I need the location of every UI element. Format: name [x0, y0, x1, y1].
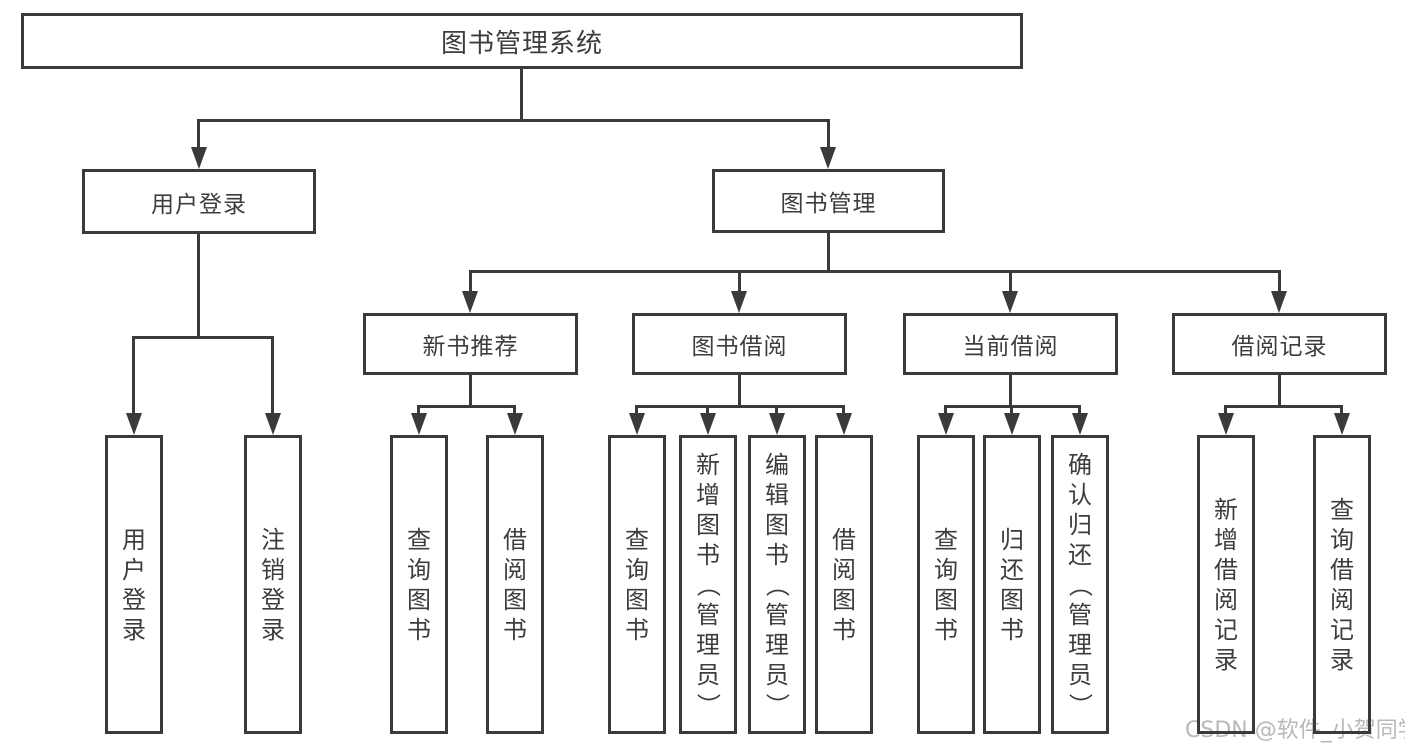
connector-line: [520, 69, 523, 121]
connector-arrowhead-down: [820, 147, 836, 169]
connector-line: [842, 405, 845, 417]
connector-arrowhead-down: [191, 147, 207, 169]
connector-arrowhead-down: [836, 413, 852, 435]
node-book-management: 图书管理: [712, 169, 945, 233]
connector-line: [1340, 405, 1343, 417]
connector-line: [1010, 405, 1013, 417]
leaf-borrow-books: 借阅图书: [815, 435, 873, 734]
leaf-edit-books-admin: 编辑图书（管理员）: [748, 435, 806, 734]
connector-line: [132, 336, 274, 339]
connector-line: [1278, 375, 1281, 407]
connector-arrowhead-down: [938, 413, 954, 435]
node-user-login-group: 用户登录: [82, 169, 316, 234]
connector-line: [1009, 270, 1012, 295]
connector-line: [827, 119, 830, 150]
leaf-confirm-return-admin: 确认归还（管理员）: [1051, 435, 1109, 734]
connector-line: [1278, 270, 1281, 295]
connector-arrowhead-down: [629, 413, 645, 435]
connector-line: [197, 119, 200, 150]
connector-arrowhead-down: [769, 413, 785, 435]
connector-line: [827, 233, 830, 272]
connector-arrowhead-down: [1072, 413, 1088, 435]
connector-line: [706, 405, 709, 417]
connector-line: [469, 375, 472, 407]
leaf-add-borrow-record: 新增借阅记录: [1197, 435, 1255, 734]
connector-line: [469, 270, 1281, 273]
node-book-borrowing: 图书借阅: [632, 313, 847, 375]
leaf-query-books-recommend: 查询图书: [390, 435, 448, 734]
connector-line: [635, 405, 638, 417]
node-borrowing-records: 借阅记录: [1172, 313, 1387, 375]
connector-arrowhead-down: [265, 413, 281, 435]
node-current-borrowing: 当前借阅: [903, 313, 1118, 375]
connector-line: [132, 336, 135, 416]
connector-line: [1078, 405, 1081, 417]
connector-arrowhead-down: [411, 413, 427, 435]
leaf-logout: 注销登录: [244, 435, 302, 734]
connector-line: [1224, 405, 1343, 408]
connector-line: [635, 405, 845, 408]
node-library-management-system: 图书管理系统: [21, 13, 1023, 69]
connector-line: [417, 405, 420, 417]
connector-arrowhead-down: [126, 413, 142, 435]
connector-arrowhead-down: [507, 413, 523, 435]
connector-line: [271, 336, 274, 416]
leaf-query-borrow-record: 查询借阅记录: [1313, 435, 1371, 734]
leaf-add-books-admin: 新增图书（管理员）: [679, 435, 737, 734]
connector-line: [1224, 405, 1227, 417]
leaf-borrow-books-recommend: 借阅图书: [486, 435, 544, 734]
connector-line: [775, 405, 778, 417]
node-new-book-recommend: 新书推荐: [363, 313, 578, 375]
leaf-query-books-borrowing: 查询图书: [608, 435, 666, 734]
connector-arrowhead-down: [1271, 291, 1287, 313]
connector-line: [1009, 375, 1012, 407]
connector-line: [197, 119, 830, 122]
connector-arrowhead-down: [462, 291, 478, 313]
leaf-return-books: 归还图书: [983, 435, 1041, 734]
connector-line: [944, 405, 947, 417]
leaf-query-books-current: 查询图书: [917, 435, 975, 734]
csdn-watermark: CSDN @软件_小贺同学: [1185, 718, 1405, 743]
connector-line: [738, 375, 741, 407]
connector-arrowhead-down: [1218, 413, 1234, 435]
leaf-user-login: 用户登录: [105, 435, 163, 734]
connector-line: [738, 270, 741, 295]
connector-line: [417, 405, 516, 408]
connector-arrowhead-down: [731, 291, 747, 313]
connector-arrowhead-down: [700, 413, 716, 435]
connector-arrowhead-down: [1334, 413, 1350, 435]
connector-line: [469, 270, 472, 295]
connector-line: [513, 405, 516, 417]
connector-line: [197, 234, 200, 338]
connector-arrowhead-down: [1004, 413, 1020, 435]
connector-arrowhead-down: [1002, 291, 1018, 313]
